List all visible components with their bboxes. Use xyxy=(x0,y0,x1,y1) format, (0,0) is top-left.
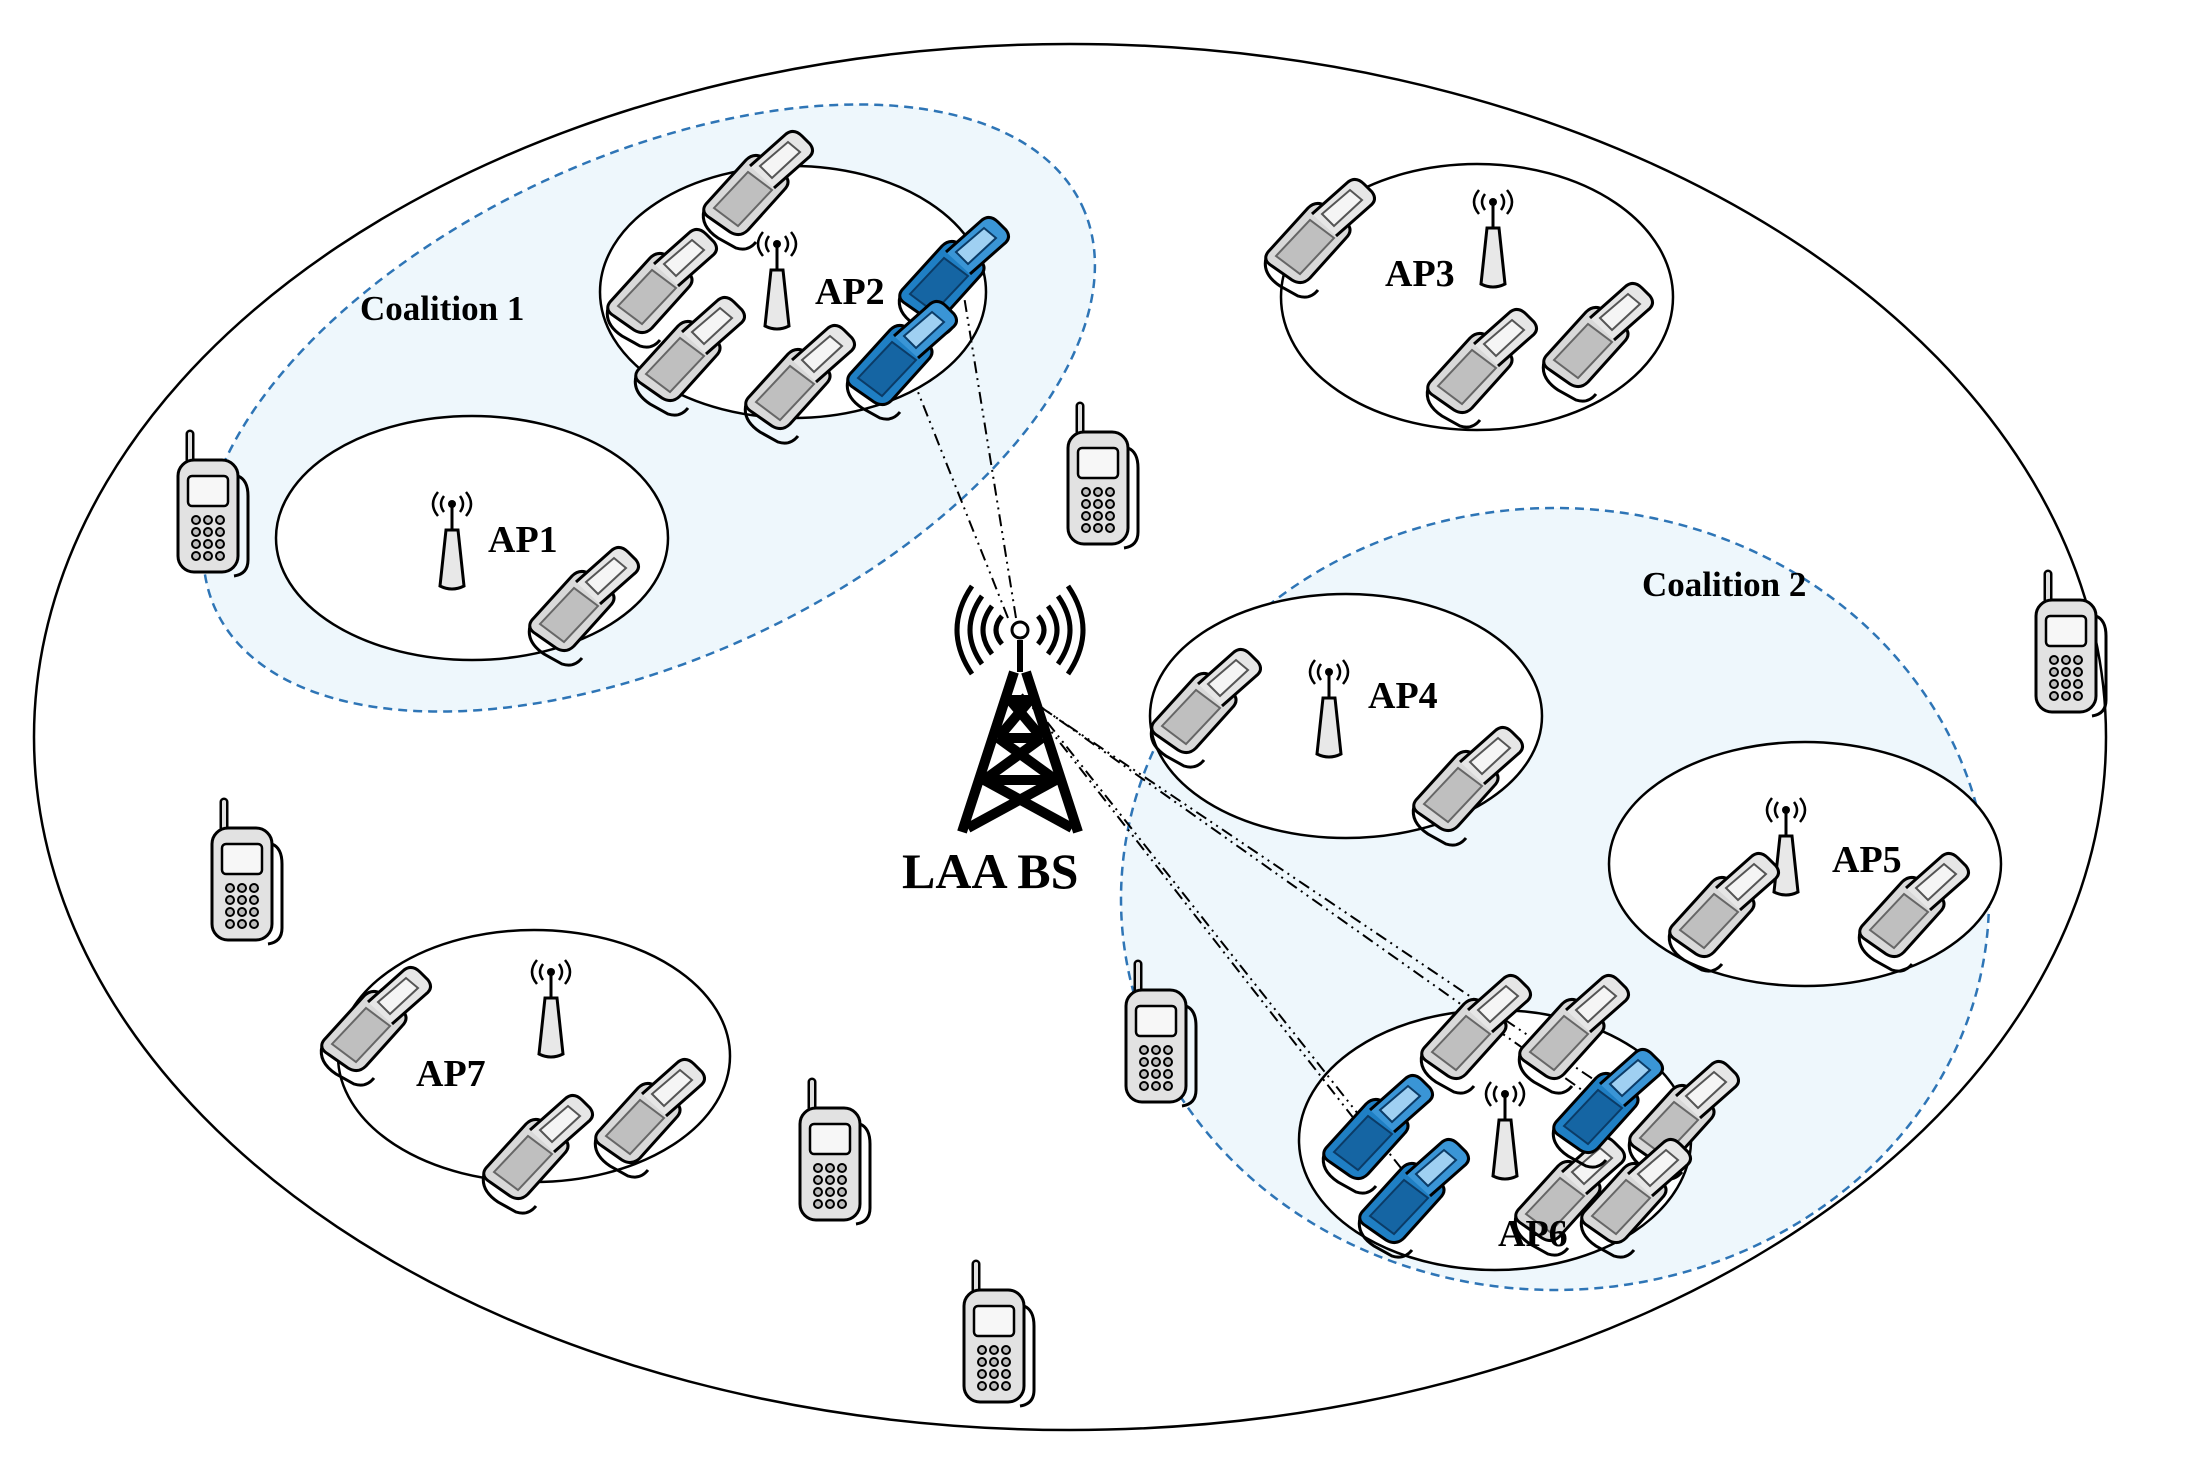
ap3-label: AP3 xyxy=(1385,253,1455,295)
ap5-label: AP5 xyxy=(1832,839,1902,881)
laa-bs-label: LAA BS xyxy=(902,843,1078,899)
coalition-1-label: Coalition 1 xyxy=(360,289,524,328)
coalition-2-label: Coalition 2 xyxy=(1642,565,1806,604)
ap7-label: AP7 xyxy=(416,1053,486,1095)
ap6-label: AP6 xyxy=(1498,1213,1568,1255)
ap2-label: AP2 xyxy=(815,271,885,313)
ap1-label: AP1 xyxy=(488,519,558,561)
ap4-label: AP4 xyxy=(1368,675,1438,717)
laa-bs-tower-icon xyxy=(954,584,1086,834)
ap1-cell xyxy=(274,414,670,662)
